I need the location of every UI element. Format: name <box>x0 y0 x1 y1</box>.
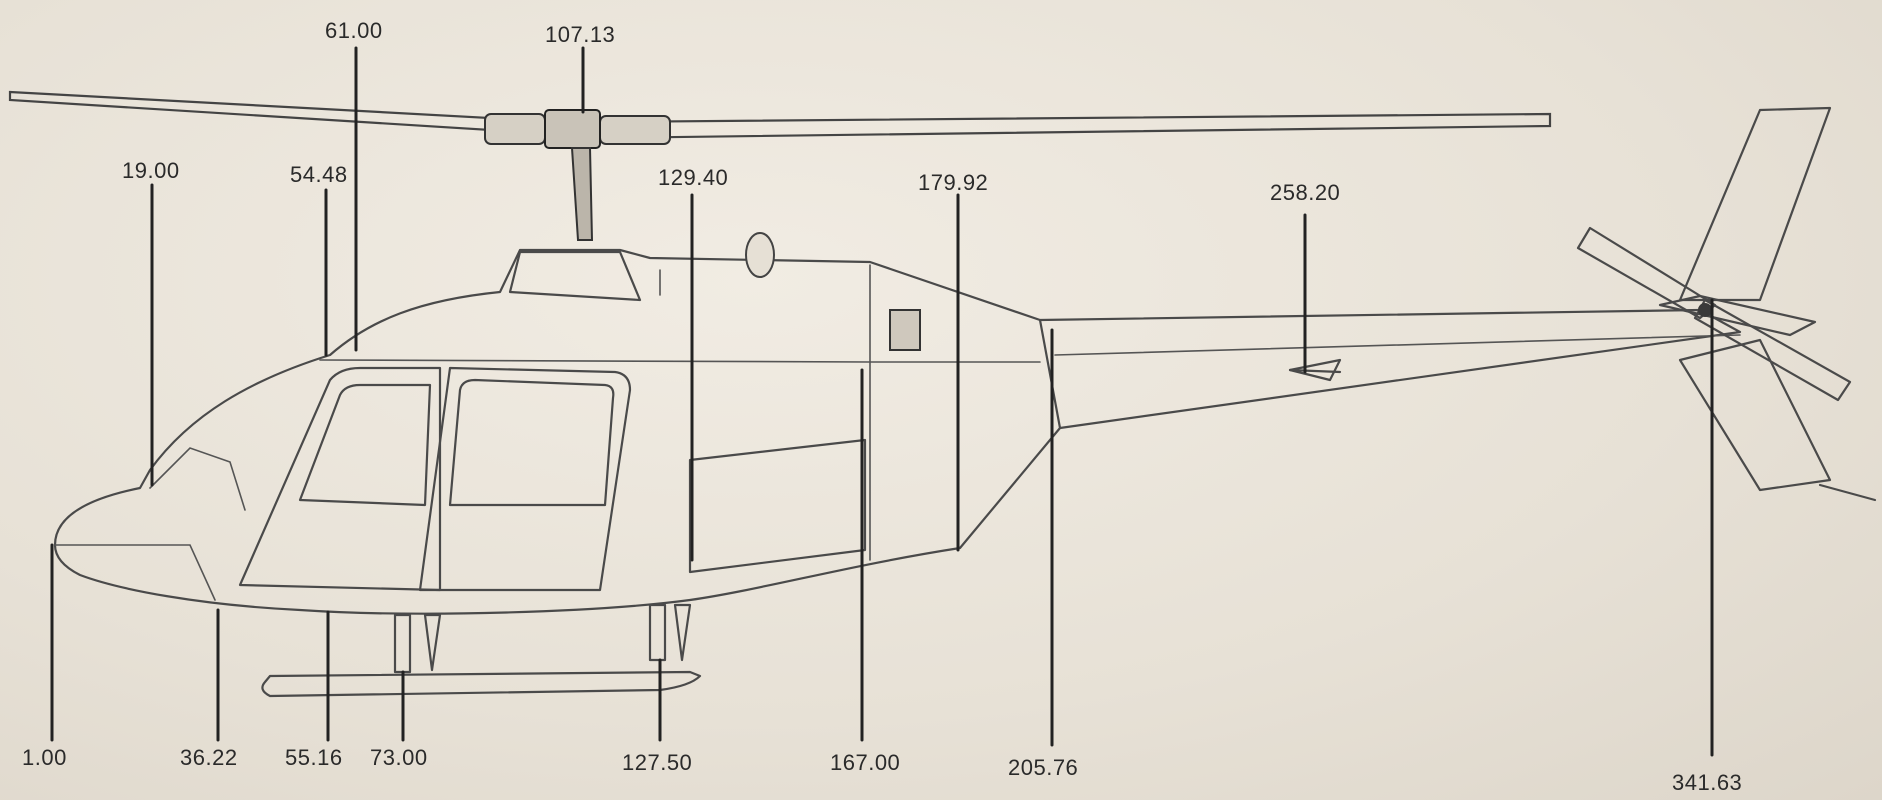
tail-boom <box>1038 308 1742 430</box>
station-label-341-63: 341.63 <box>1672 770 1742 795</box>
ventral-fin <box>1288 358 1342 382</box>
station-label-55-16: 55.16 <box>285 745 343 770</box>
rotor-mast <box>570 147 594 241</box>
main-rotor-left-blade <box>8 90 492 132</box>
main-rotor-right-blade <box>598 112 1552 140</box>
roof-line <box>319 359 1041 363</box>
window-front <box>298 383 432 507</box>
windshield-frame <box>149 447 246 511</box>
door-front <box>238 366 442 592</box>
station-label-73-00: 73.00 <box>370 745 428 770</box>
tail-rotor-hub <box>1698 303 1712 317</box>
window-rear <box>448 378 615 507</box>
aft-cross-tube <box>648 603 692 662</box>
station-label-107-13: 107.13 <box>545 22 615 47</box>
vertical-fin-upper <box>1678 106 1832 302</box>
engine-cowl <box>508 250 642 302</box>
station-leader-lines <box>50 46 1714 757</box>
id-plate <box>889 309 921 351</box>
cargo-door <box>688 438 867 574</box>
station-label-61-00: 61.00 <box>325 18 383 43</box>
exhaust-stack <box>745 232 775 278</box>
station-label-179-92: 179.92 <box>918 170 988 195</box>
forward-cross-tube <box>393 613 442 674</box>
tail-section <box>1038 106 1877 502</box>
vertical-fin-lower <box>1678 338 1832 492</box>
horizontal-stabilizer <box>1658 294 1817 337</box>
station-label-205-76: 205.76 <box>1008 755 1078 780</box>
main-rotor <box>8 90 1552 241</box>
rotor-hub-left <box>484 113 546 145</box>
station-label-127-50: 127.50 <box>622 750 692 775</box>
tail-rotor-blade-a <box>1576 226 1717 320</box>
rotor-hub-right <box>599 115 671 145</box>
aft-cabin-panel <box>659 264 871 561</box>
station-label-19-00: 19.00 <box>122 158 180 183</box>
nose-panel-line <box>54 544 216 601</box>
fuselage <box>53 232 1342 615</box>
station-labels: 1.00 19.00 36.22 54.48 55.16 61.00 73.00… <box>22 18 1742 795</box>
station-label-1-00: 1.00 <box>22 745 67 770</box>
station-label-36-22: 36.22 <box>180 745 238 770</box>
door-rear <box>418 366 632 592</box>
tail-boom-line <box>1054 334 1741 356</box>
fuselage-outline <box>53 248 1062 615</box>
station-label-54-48: 54.48 <box>290 162 348 187</box>
station-label-129-40: 129.40 <box>658 165 728 190</box>
tail-skid <box>1818 483 1877 502</box>
station-label-258-20: 258.20 <box>1270 180 1340 205</box>
rotor-hub-center <box>544 109 601 149</box>
antenna-fin <box>1288 368 1342 374</box>
station-label-167-00: 167.00 <box>830 750 900 775</box>
